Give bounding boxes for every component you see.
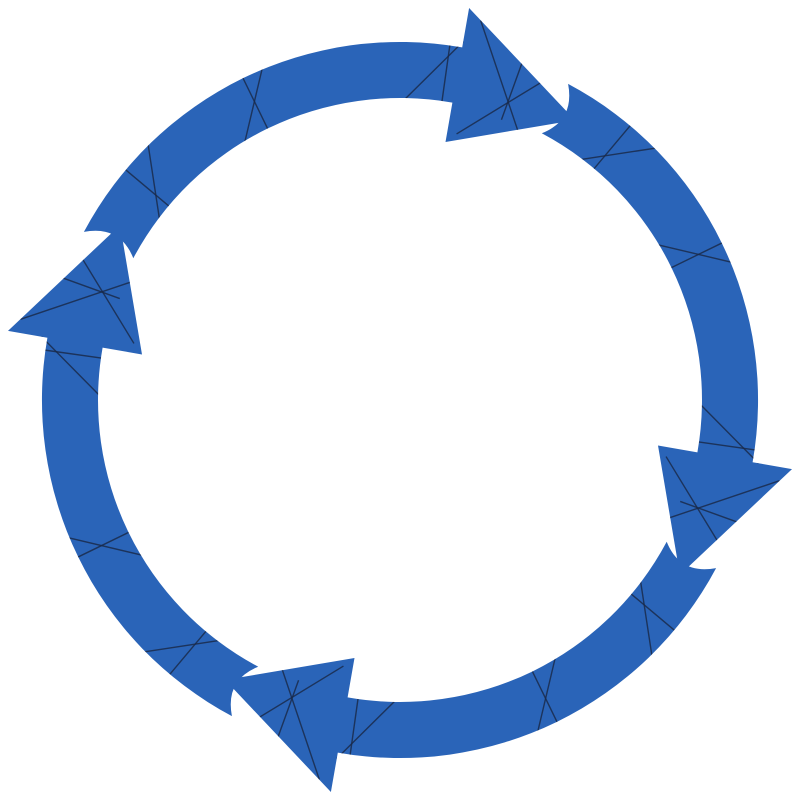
right-arrow-hatch <box>650 242 738 265</box>
bottom-arrow-divider <box>627 591 678 634</box>
left-arrow-hatch <box>138 638 227 654</box>
top-arrow <box>83 8 575 259</box>
top-arrow-hatch <box>146 138 162 227</box>
right-arrow-body <box>541 83 792 575</box>
right-arrow-divider <box>667 240 726 270</box>
right-arrow-divider <box>591 122 634 173</box>
top-arrow-divider <box>122 166 173 209</box>
cycle-arrows-icon <box>8 8 792 792</box>
bottom-arrow-hatch <box>638 573 654 662</box>
right-arrow <box>541 83 792 575</box>
top-arrow-grid <box>122 20 575 227</box>
left-arrow-divider <box>41 348 105 360</box>
left-arrow-body <box>8 225 259 717</box>
bottom-arrow <box>225 541 717 792</box>
bottom-arrow-divider <box>348 695 360 759</box>
bottom-arrow-hatch <box>535 650 558 738</box>
left-arrow-hatch <box>41 336 105 401</box>
bottom-arrow-divider <box>530 667 560 726</box>
bottom-arrow-head-center <box>276 679 300 741</box>
left-arrow-divider <box>74 530 133 560</box>
top-arrow-hatch <box>399 41 464 105</box>
left-arrow <box>8 225 259 717</box>
top-arrow-divider <box>440 41 452 105</box>
right-arrow-divider <box>695 440 759 452</box>
left-arrow-head-center <box>59 276 121 300</box>
right-arrow-head-center <box>679 500 741 524</box>
bottom-arrow-body <box>225 541 717 792</box>
left-arrow-divider <box>166 627 209 678</box>
right-arrow-hatch <box>695 399 759 464</box>
left-arrow-hatch <box>62 535 150 558</box>
right-arrow-hatch <box>573 146 662 162</box>
top-arrow-body <box>83 8 575 259</box>
top-arrow-hatch <box>242 62 265 150</box>
bottom-arrow-hatch <box>336 695 401 759</box>
right-arrow-grid <box>573 122 780 575</box>
top-arrow-head-center <box>500 59 524 121</box>
top-arrow-divider <box>240 74 270 133</box>
